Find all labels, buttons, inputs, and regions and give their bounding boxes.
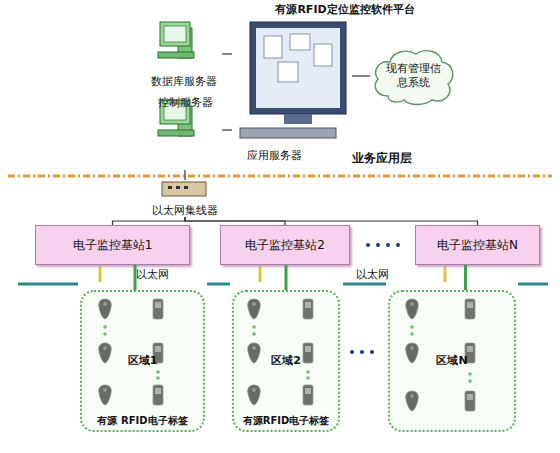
antenna-stub (259, 266, 262, 282)
network-connector (185, 217, 478, 225)
keyboard (240, 128, 336, 138)
node-text: 应用服务器 (232, 149, 316, 162)
network-connector (285, 265, 288, 290)
node-text: 电子监控基站1 (36, 239, 189, 252)
hub-port (176, 186, 180, 189)
window-panel (290, 34, 310, 50)
network-label: 以太网 (136, 268, 169, 281)
ellipsis-dot (396, 243, 400, 247)
node-text: 数据库服务器 (146, 75, 222, 88)
network-connector (222, 53, 232, 54)
node-text: 区域1 (82, 354, 203, 367)
node-text: 现有管理信息系统 (384, 62, 442, 90)
window-panel (264, 36, 282, 58)
antenna-stub (444, 266, 447, 282)
network-connector (352, 75, 370, 76)
network-connector (134, 265, 137, 290)
server-monitor (160, 22, 190, 46)
window-panel (278, 62, 298, 82)
antenna-stub (99, 266, 102, 282)
base-station-box: 电子监控基站1 (35, 225, 190, 265)
cloud-node: 现有管理信息系统 (370, 46, 456, 106)
server-keyboard (158, 130, 194, 136)
cloud-shape (375, 51, 453, 105)
layer-label: 业务应用层 (352, 152, 412, 165)
network-connector (113, 217, 186, 225)
ellipsis-dot (376, 243, 380, 247)
network-connector (185, 217, 285, 225)
node-text: 电子监控基站N (416, 239, 539, 252)
ellipsis-dot (366, 243, 370, 247)
monitor-stand (284, 114, 312, 124)
layer-divider (8, 175, 552, 178)
ethernet-line (18, 283, 78, 286)
server-screen (164, 26, 186, 42)
node-text: 控制服务器 (148, 96, 222, 109)
network-connector (184, 170, 185, 180)
diagram-title: 有源RFID定位监控软件平台 (230, 3, 460, 16)
hub-port (168, 186, 172, 189)
server-node: 控制服务器 (148, 96, 222, 170)
ellipsis-dot (370, 350, 374, 354)
hub-port (184, 186, 188, 189)
zone-box: 区域1 有源 RFID电子标签 (80, 290, 205, 432)
network-label: 以太网 (356, 268, 389, 281)
node-text: 以太网集线器 (148, 204, 222, 217)
monitor-screen (256, 28, 340, 108)
zone-box: 区域N (388, 290, 516, 432)
ellipsis-dot (360, 350, 364, 354)
window-panel (314, 44, 332, 66)
node-text: 区域2 (234, 354, 338, 367)
node-text: 电子监控基站2 (221, 239, 349, 252)
server-node: 数据库服务器 (146, 18, 222, 88)
app-server-node: 应用服务器 (232, 20, 352, 164)
base-station-box: 电子监控基站2 (220, 225, 350, 265)
network-connector (464, 265, 467, 290)
zone-box: 区域2 有源RFID电子标签 (232, 290, 340, 432)
server-keyboard (158, 52, 194, 58)
ethernet-line (343, 283, 386, 286)
ethernet-line (207, 283, 230, 286)
ellipsis-dot (350, 350, 354, 354)
ethernet-line (518, 283, 548, 286)
base-station-box: 电子监控基站N (415, 225, 540, 265)
node-text: 有源RFID电子标签 (234, 414, 338, 427)
network-connector (222, 129, 232, 130)
hub-node: 以太网集线器 (148, 180, 222, 217)
monitor-frame (250, 22, 346, 114)
node-text: 有源 RFID电子标签 (82, 414, 203, 427)
hub-box (162, 182, 206, 196)
node-text: 区域N (390, 354, 514, 367)
ellipsis-dot (386, 243, 390, 247)
